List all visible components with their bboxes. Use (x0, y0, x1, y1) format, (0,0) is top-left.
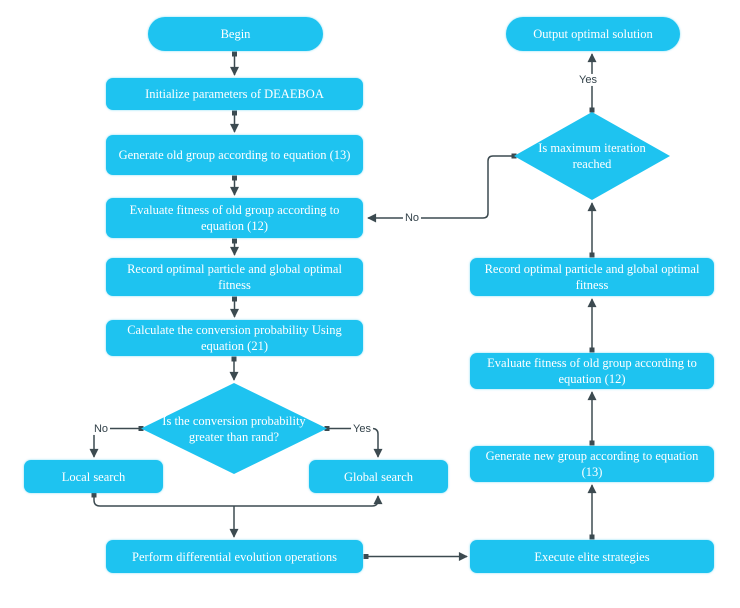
node-generate-old-group: Generate old group according to equation… (106, 135, 363, 175)
edge-local-global-merge (91, 492, 383, 507)
node-global-search-label: Global search (343, 469, 414, 484)
node-record-optimal-left: Record optimal particle and global optim… (106, 258, 363, 296)
node-evaluate-fitness-old-left: Evaluate fitness of old group according … (106, 198, 363, 238)
node-evaluate-right-label: Evaluate fitness of old group according … (487, 356, 697, 386)
node-record-right-label: Record optimal particle and global optim… (484, 262, 700, 292)
edge-label-conversion-yes: Yes (351, 422, 373, 436)
node-output-optimal-solution: Output optimal solution (506, 17, 680, 51)
edge-label-conversion-no: No (91, 422, 111, 436)
edge-label-iteration-no: No (402, 211, 422, 225)
node-perform-differential-evolution: Perform differential evolution operation… (106, 540, 363, 573)
decision-max-iteration: Is maximum iteration reached (514, 112, 670, 200)
node-execute-elite-strategies: Execute elite strategies (470, 540, 714, 573)
node-calculate-conversion-probability: Calculate the conversion probability Usi… (106, 320, 363, 356)
node-initialize-parameters: Initialize parameters of DEAEBOA (106, 78, 363, 110)
node-generate-old-label: Generate old group according to equation… (118, 148, 351, 162)
node-execute-elite-label: Execute elite strategies (534, 549, 650, 564)
node-begin: Begin (148, 17, 323, 51)
node-generate-new-label: Generate new group according to equation… (485, 449, 699, 479)
decision-conversion-label: Is the conversion probability greater th… (162, 413, 306, 444)
edge-label-iteration-yes: Yes (577, 73, 599, 87)
decision-conversion-probability: Is the conversion probability greater th… (141, 383, 327, 474)
node-local-search-label: Local search (61, 469, 126, 484)
node-record-optimal-right: Record optimal particle and global optim… (470, 258, 714, 296)
node-begin-label: Begin (220, 27, 251, 41)
node-evaluate-old-label: Evaluate fitness of old group according … (129, 203, 340, 233)
node-generate-new-group: Generate new group according to equation… (470, 446, 714, 482)
node-output-label: Output optimal solution (533, 27, 653, 41)
edge-iteration-no-evaluate-old (367, 153, 517, 223)
node-global-search: Global search (309, 460, 448, 493)
node-perform-de-label: Perform differential evolution operation… (132, 549, 337, 564)
node-initialize-label: Initialize parameters of DEAEBOA (145, 87, 324, 101)
node-calculate-label: Calculate the conversion probability Usi… (127, 323, 342, 353)
node-record-left-label: Record optimal particle and global optim… (127, 262, 342, 292)
node-evaluate-fitness-old-right: Evaluate fitness of old group according … (470, 353, 714, 389)
decision-iteration-label: Is maximum iteration reached (538, 141, 646, 171)
node-local-search: Local search (24, 460, 163, 493)
